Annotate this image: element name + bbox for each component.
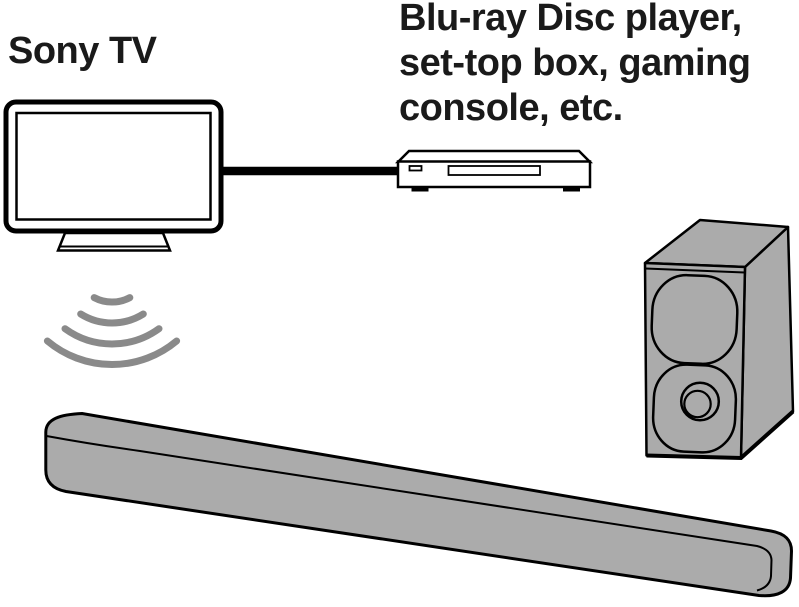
tv-icon: [3, 99, 224, 252]
surround-speaker-icon: [643, 218, 795, 461]
soundbar-icon: [44, 412, 793, 598]
tv-label: Sony TV: [8, 30, 157, 72]
wireless-waves-icon: [43, 294, 181, 368]
av-player-icon: [394, 149, 594, 192]
source-devices-label: Blu-ray Disc player, set-top box, gaming…: [399, 0, 751, 129]
